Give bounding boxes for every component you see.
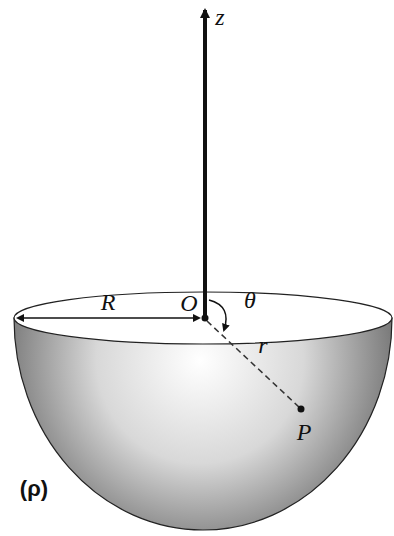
axis-label: z [215,5,224,29]
origin-dot [202,315,209,322]
distance-label: r [258,333,267,357]
point-p [298,406,305,413]
position-vector [207,321,300,408]
angle-label: θ [244,288,256,312]
point-label: P [297,420,312,444]
radius-label: R [101,290,116,314]
angle-arc [209,300,226,330]
hemisphere-body [14,318,392,530]
radius-dimension [18,317,199,319]
density-label: (ρ) [20,478,48,500]
origin-label: O [180,291,197,315]
z-axis [203,10,207,318]
